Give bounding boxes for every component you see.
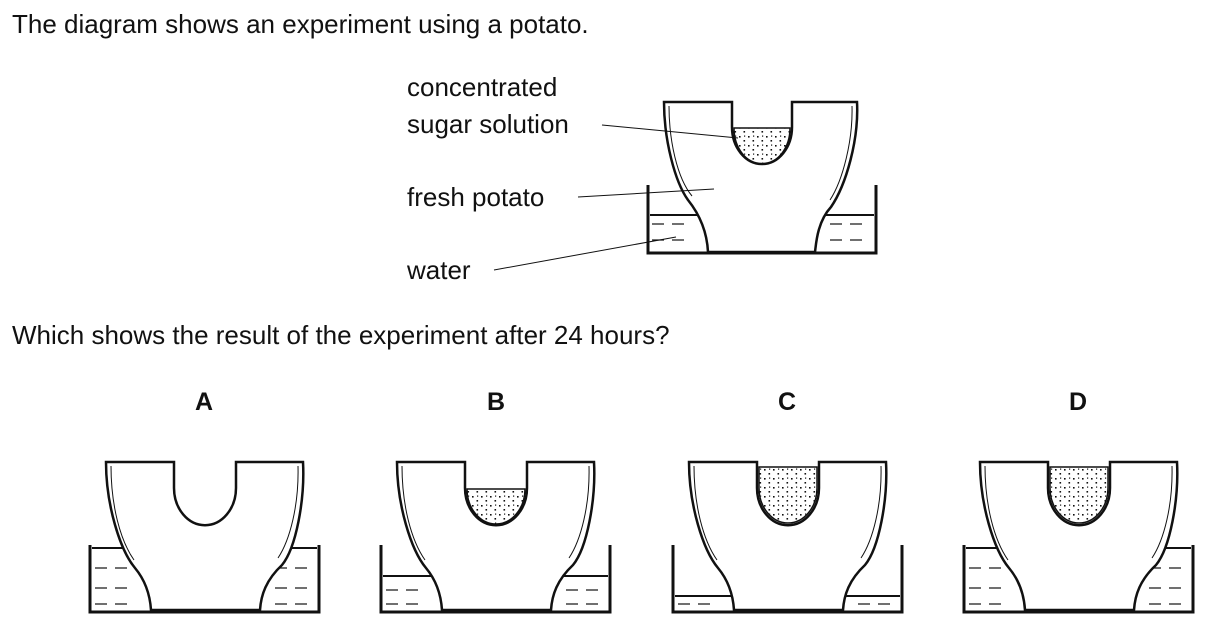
question-text: Which shows the result of the experiment… <box>12 320 670 350</box>
option-b-diagram <box>379 460 612 614</box>
label-water: water <box>407 255 471 285</box>
label-concentrated: concentrated <box>407 72 558 102</box>
option-a-diagram <box>88 460 321 614</box>
label-sugar-solution: sugar solution <box>407 109 569 139</box>
main-sugar-solution <box>733 127 791 165</box>
option-b-label: B <box>486 388 506 416</box>
option-c-diagram <box>671 460 904 614</box>
option-d-diagram <box>962 460 1195 614</box>
option-c-label: C <box>777 388 797 416</box>
intro-text: The diagram shows an experiment using a … <box>12 9 589 39</box>
main-experiment <box>493 100 878 271</box>
leader-potato <box>577 188 715 198</box>
leader-water <box>493 236 677 271</box>
option-d-label: D <box>1068 388 1088 416</box>
leader-sugar <box>601 124 739 139</box>
main-water-dashes <box>652 223 862 241</box>
main-dish <box>646 185 878 255</box>
option-a-label: A <box>194 388 214 416</box>
label-fresh-potato: fresh potato <box>407 182 545 212</box>
